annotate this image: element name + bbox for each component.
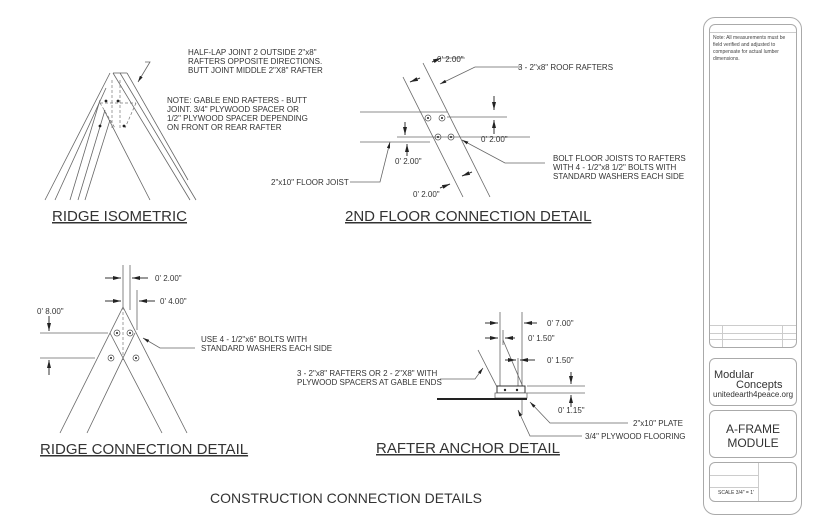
bolt-note-line1: BOLT FLOOR JOISTS TO RAFTERS — [553, 154, 686, 163]
anchor-dim-c: 0' 1.50" — [547, 356, 574, 365]
half-lap-note-line1: HALF-LAP JOINT 2 OUTSIDE 2"x8" — [188, 48, 317, 57]
gable-note-line1: NOTE: GABLE END RAFTERS - BUTT — [167, 96, 307, 105]
gable-note-line3: 1/2" PLYWOOD SPACER DEPENDING — [167, 114, 308, 123]
dim-right: 0' 2.00" — [481, 135, 508, 144]
floor-joist-label: 2"x10" FLOOR JOIST — [271, 178, 349, 187]
project-line1: A-FRAME — [726, 422, 780, 436]
scale-panel: SCALE 3/4" = 1' — [709, 462, 797, 502]
second-floor-title: 2ND FLOOR CONNECTION DETAIL — [345, 208, 591, 225]
project-panel: A-FRAME MODULE — [709, 410, 797, 458]
ridge-dim-b: 0' 4.00" — [160, 297, 187, 306]
anchor-rafter-note-line2: PLYWOOD SPACERS AT GABLE ENDS — [297, 378, 442, 387]
measurement-note: Note: All measurements must be field ver… — [713, 35, 786, 62]
ridge-isometric-title: RIDGE ISOMETRIC — [52, 208, 187, 225]
ridge-connection-drawing — [40, 265, 195, 434]
anchor-dim-d: 0' 1.15" — [558, 406, 585, 415]
gable-note-line4: ON FRONT OR REAR RAFTER — [167, 123, 282, 132]
plate-label: 2"x10" PLATE — [633, 419, 683, 428]
anchor-dim-a: 0' 7.00" — [547, 319, 574, 328]
company-line2: Concepts — [736, 379, 783, 391]
notes-panel: Note: All measurements must be field ver… — [709, 24, 797, 348]
ridge-bolt-note-line1: USE 4 - 1/2"x6" BOLTS WITH — [201, 335, 307, 344]
ridge-isometric-drawing — [44, 61, 197, 201]
company-line1: Modular — [714, 369, 754, 381]
second-floor-drawing — [350, 57, 545, 198]
ridge-connection-title: RIDGE CONNECTION DETAIL — [40, 441, 248, 458]
flooring-label: 3/4" PLYWOOD FLOORING — [585, 432, 686, 441]
ridge-bolt-note-line2: STANDARD WASHERS EACH SIDE — [201, 344, 332, 353]
dim-left: 0' 2.00" — [395, 157, 422, 166]
company-panel: Modular Concepts unitedearth4peace.org — [709, 358, 797, 406]
dim-bottom: 0' 2.00" — [413, 190, 440, 199]
rafter-anchor-drawing — [437, 312, 628, 437]
half-lap-note-line2: RAFTERS OPPOSITE DIRECTIONS. — [188, 57, 322, 66]
bolt-note-line3: STANDARD WASHERS EACH SIDE — [553, 172, 684, 181]
anchor-dim-b: 0' 1.50" — [528, 334, 555, 343]
gable-note-line2: JOINT. 3/4" PLYWOOD SPACER OR — [167, 105, 299, 114]
ridge-dim-a: 0' 2.00" — [155, 274, 182, 283]
ridge-dim-c: 0' 8.00" — [37, 307, 64, 316]
scale-label: SCALE 3/4" = 1' — [718, 490, 754, 496]
bolt-note-line2: WITH 4 - 1/2"x8 1/2" BOLTS WITH — [553, 163, 677, 172]
company-website: unitedearth4peace.org — [713, 390, 794, 399]
rafter-anchor-title: RAFTER ANCHOR DETAIL — [376, 440, 560, 457]
half-lap-note-line3: BUTT JOINT MIDDLE 2"X8" RAFTER — [188, 66, 323, 75]
roof-rafters-label: 3 - 2"x8" ROOF RAFTERS — [518, 63, 613, 72]
anchor-rafter-note-line1: 3 - 2"x8" RAFTERS OR 2 - 2"X8" WITH — [297, 369, 437, 378]
dim-top: 0' 2.00" — [437, 55, 464, 64]
sheet-title: CONSTRUCTION CONNECTION DETAILS — [210, 490, 482, 506]
project-line2: MODULE — [727, 436, 779, 450]
